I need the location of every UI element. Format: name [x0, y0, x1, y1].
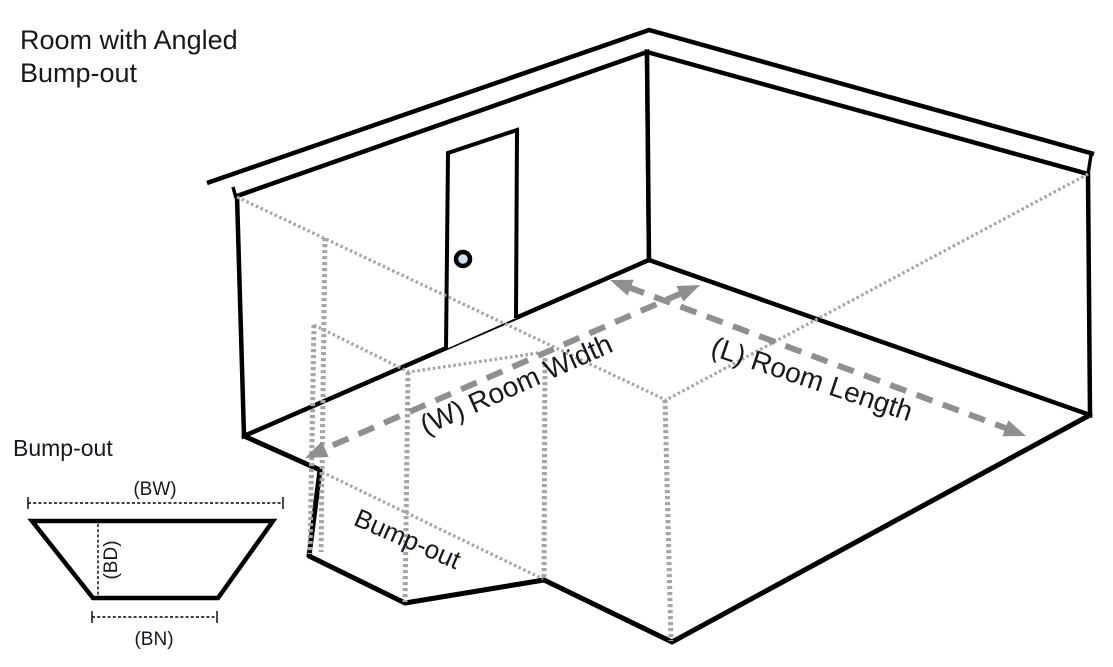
hidden-bumpout-vertical-c: [402, 371, 411, 603]
length-arrowhead-upper-icon: [610, 279, 634, 296]
inset-trapezoid: [27, 518, 278, 601]
solid-structure: [206, 27, 1095, 645]
inset-dimension-lines: [27, 497, 284, 623]
inset-title: Bump-out: [13, 435, 113, 461]
width-arrowhead-upper-icon: [676, 285, 700, 302]
inset-bn-label: (BN): [134, 629, 173, 650]
hidden-walltop-right-line: [665, 172, 1089, 402]
wall-top-plate-outer: [206, 27, 1095, 186]
floor-outline-with-bumpout: [241, 412, 1093, 645]
dimension-arrowheads: [305, 279, 1026, 458]
page-title-line1: Room with Angled: [20, 25, 238, 55]
width-dimension-line: [320, 290, 684, 453]
length-dimension-line: [626, 284, 1010, 432]
left-wall: [234, 48, 652, 440]
inset-bw-label: (BW): [133, 479, 176, 500]
hidden-bumpout-vertical-d: [541, 351, 548, 580]
door: [444, 127, 520, 350]
hidden-bumpout-vertical-a: [318, 237, 328, 553]
width-arrowhead-lower-icon: [305, 441, 329, 458]
hidden-bumpout-vertical-b: [307, 324, 317, 555]
hidden-edges: [236, 172, 1089, 642]
door-knob: [453, 249, 473, 269]
hidden-bumpout-top-edge: [313, 323, 546, 374]
bumpout-inset: [27, 497, 284, 623]
wall-top-plate-right-tick: [1086, 154, 1093, 175]
hidden-near-corner-vertical: [662, 399, 674, 642]
hidden-bumpout-chord: [321, 470, 544, 581]
diagram-labels: (W) Room Width (L) Room Length Bump-out …: [13, 328, 917, 650]
page-title: Room with Angled Bump-out: [20, 24, 238, 90]
dimension-arrows: [320, 284, 1010, 453]
hidden-walltop-left-line: [236, 195, 667, 402]
length-arrowhead-lower-icon: [1002, 420, 1026, 437]
inset-bd-label: (BD): [101, 540, 122, 579]
page-title-line2: Bump-out: [20, 58, 138, 88]
